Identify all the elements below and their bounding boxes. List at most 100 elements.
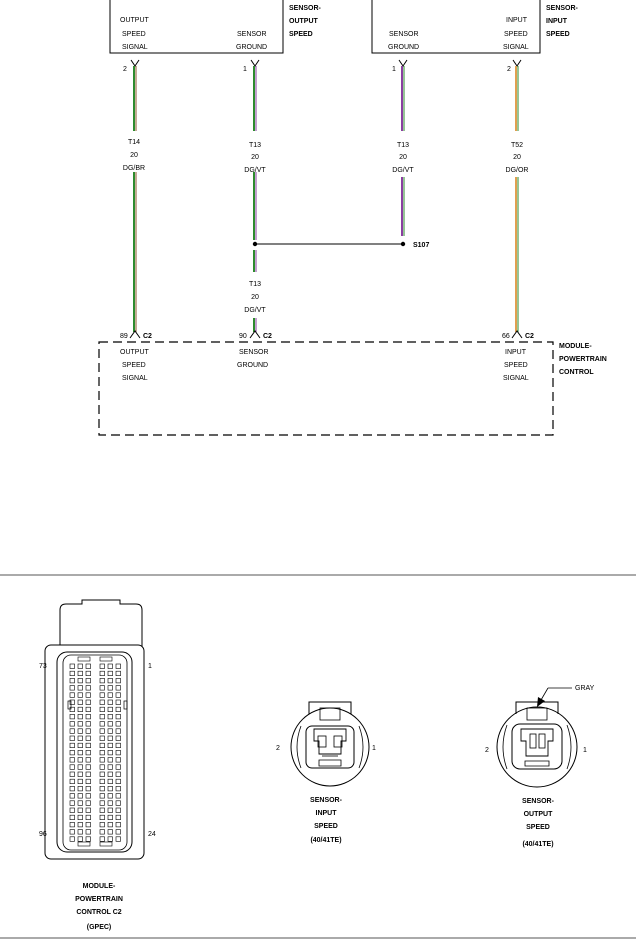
module-label-3-3: SIGNAL <box>503 375 529 382</box>
wire-circuit-w1: T14 <box>128 139 140 146</box>
module-connector-w1: C2 <box>143 333 152 340</box>
pin-number-w3: 1 <box>392 66 396 73</box>
c2-cavity <box>107 778 113 785</box>
c2-cavity <box>115 735 121 741</box>
sensor-input-label-1: INPUT <box>506 17 528 24</box>
c2-cavity <box>99 699 105 705</box>
c2-cavity <box>77 836 83 842</box>
c2-cavity <box>69 714 75 720</box>
c2-key-slot <box>77 841 91 847</box>
wire-label-w3: T13 20 DG/VT <box>392 142 414 174</box>
c2-cavity <box>107 714 113 720</box>
c2-cavity <box>69 771 75 777</box>
pin-number-w2: 1 <box>243 66 247 73</box>
c2-cavity <box>85 829 91 835</box>
sensor-pin-markers: 2 1 1 2 <box>123 59 522 73</box>
c2-cavity <box>99 793 105 799</box>
c2-cavity <box>115 807 121 813</box>
c2-cavity <box>99 670 105 677</box>
c2-cavity <box>115 786 121 792</box>
splice-node-right <box>400 241 406 247</box>
sensor-input-label-3: SIGNAL <box>503 44 529 51</box>
c2-cavity <box>107 771 113 777</box>
wire-t13-dg-vt-output <box>253 66 257 332</box>
c2-cavity <box>69 793 75 799</box>
sensor-output-ground-label-2: GROUND <box>236 44 267 51</box>
module-connector-mark-w4 <box>511 330 523 339</box>
wire-gauge-w2b: 20 <box>251 294 259 301</box>
module-pin-markers: 89 C2 90 C2 66 C2 <box>120 330 534 340</box>
wire-label-w2b: T13 20 DG/VT <box>244 281 266 314</box>
c2-cavity <box>85 714 91 720</box>
pin-number-w1: 2 <box>123 66 127 73</box>
c2-cavity <box>85 685 91 691</box>
wire-color-w2b: DG/VT <box>244 307 266 314</box>
input-sensor-pin-right: 1 <box>372 745 376 752</box>
c2-cavity <box>107 685 113 691</box>
c2-caption-4: (GPEC) <box>87 924 112 931</box>
input-sensor-caption-2: INPUT <box>316 810 338 817</box>
splice-s107: S107 <box>252 241 429 249</box>
input-sensor-caption-1: SENSOR- <box>310 797 343 804</box>
wire-color-w1: DG/BR <box>123 165 145 172</box>
wire-label-w1: T14 20 DG/BR <box>123 139 145 172</box>
wire-circuit-w4: T52 <box>511 142 523 149</box>
c2-cavity <box>77 685 83 691</box>
c2-cavity <box>85 793 91 799</box>
c2-cavity <box>115 714 121 720</box>
c2-caption-2: POWERTRAIN <box>75 896 123 903</box>
c2-cavity <box>107 757 113 763</box>
c2-latch-right <box>123 700 128 710</box>
c2-cavity <box>69 757 75 763</box>
module-label-1-2: SPEED <box>122 362 146 369</box>
module-title-2: POWERTRAIN <box>559 356 607 363</box>
c2-cavity <box>69 670 75 677</box>
c2-cavity <box>107 670 113 677</box>
c2-cavity <box>77 814 83 821</box>
c2-cavity <box>115 685 121 691</box>
connector-mark-w2 <box>250 59 260 67</box>
c2-cavity <box>99 764 105 770</box>
c2-cavity <box>115 699 121 705</box>
connector-input-sensor: 2 1 <box>276 701 376 787</box>
c2-cavity <box>107 663 113 669</box>
c2-cavity <box>99 685 105 691</box>
c2-cavity <box>115 778 121 785</box>
module-label-1-1: OUTPUT <box>120 349 150 356</box>
output-sensor-pin-left: 2 <box>485 747 489 754</box>
sensor-input-title-3: SPEED <box>546 31 570 38</box>
c2-cavity <box>85 699 91 705</box>
connector-c2-caption: MODULE- POWERTRAIN CONTROL C2 (GPEC) <box>75 883 123 931</box>
c2-cavity <box>107 836 113 842</box>
c2-cavity <box>77 778 83 785</box>
sensor-input-speed-box: SENSOR GROUND INPUT SPEED SIGNAL <box>371 0 541 54</box>
c2-cavity <box>77 829 83 835</box>
c2-cavity <box>77 793 83 799</box>
c2-cavity <box>69 786 75 792</box>
c2-cavity <box>85 771 91 777</box>
c2-cavity <box>69 764 75 770</box>
connector-mark-w1 <box>130 59 140 67</box>
c2-cavity <box>107 822 113 828</box>
c2-caption-1: MODULE- <box>83 883 116 890</box>
sensor-input-title-2: INPUT <box>546 18 568 25</box>
wire-label-w4: T52 20 DG/OR <box>506 142 529 174</box>
module-connector-mark-w1 <box>129 330 141 339</box>
c2-cavity <box>69 807 75 813</box>
wire-t14-dg-br <box>133 66 137 332</box>
c2-key-slot <box>99 841 113 847</box>
c2-cavity <box>77 721 83 727</box>
sensor-input-speed-title: SENSOR- INPUT SPEED <box>546 5 579 38</box>
c2-cavity <box>99 778 105 785</box>
c2-cavity <box>69 836 75 842</box>
wire-color-w4: DG/OR <box>506 167 529 174</box>
c2-cavity <box>115 822 121 828</box>
c2-latch-left <box>67 700 72 710</box>
c2-cavity <box>85 735 91 741</box>
c2-cavity <box>115 670 121 677</box>
c2-cavity <box>115 750 121 756</box>
output-sensor-gray-callout: GRAY <box>537 685 595 707</box>
c2-cavity <box>85 807 91 813</box>
module-pin-w1: 89 <box>120 333 128 340</box>
c2-cavity <box>115 836 121 842</box>
